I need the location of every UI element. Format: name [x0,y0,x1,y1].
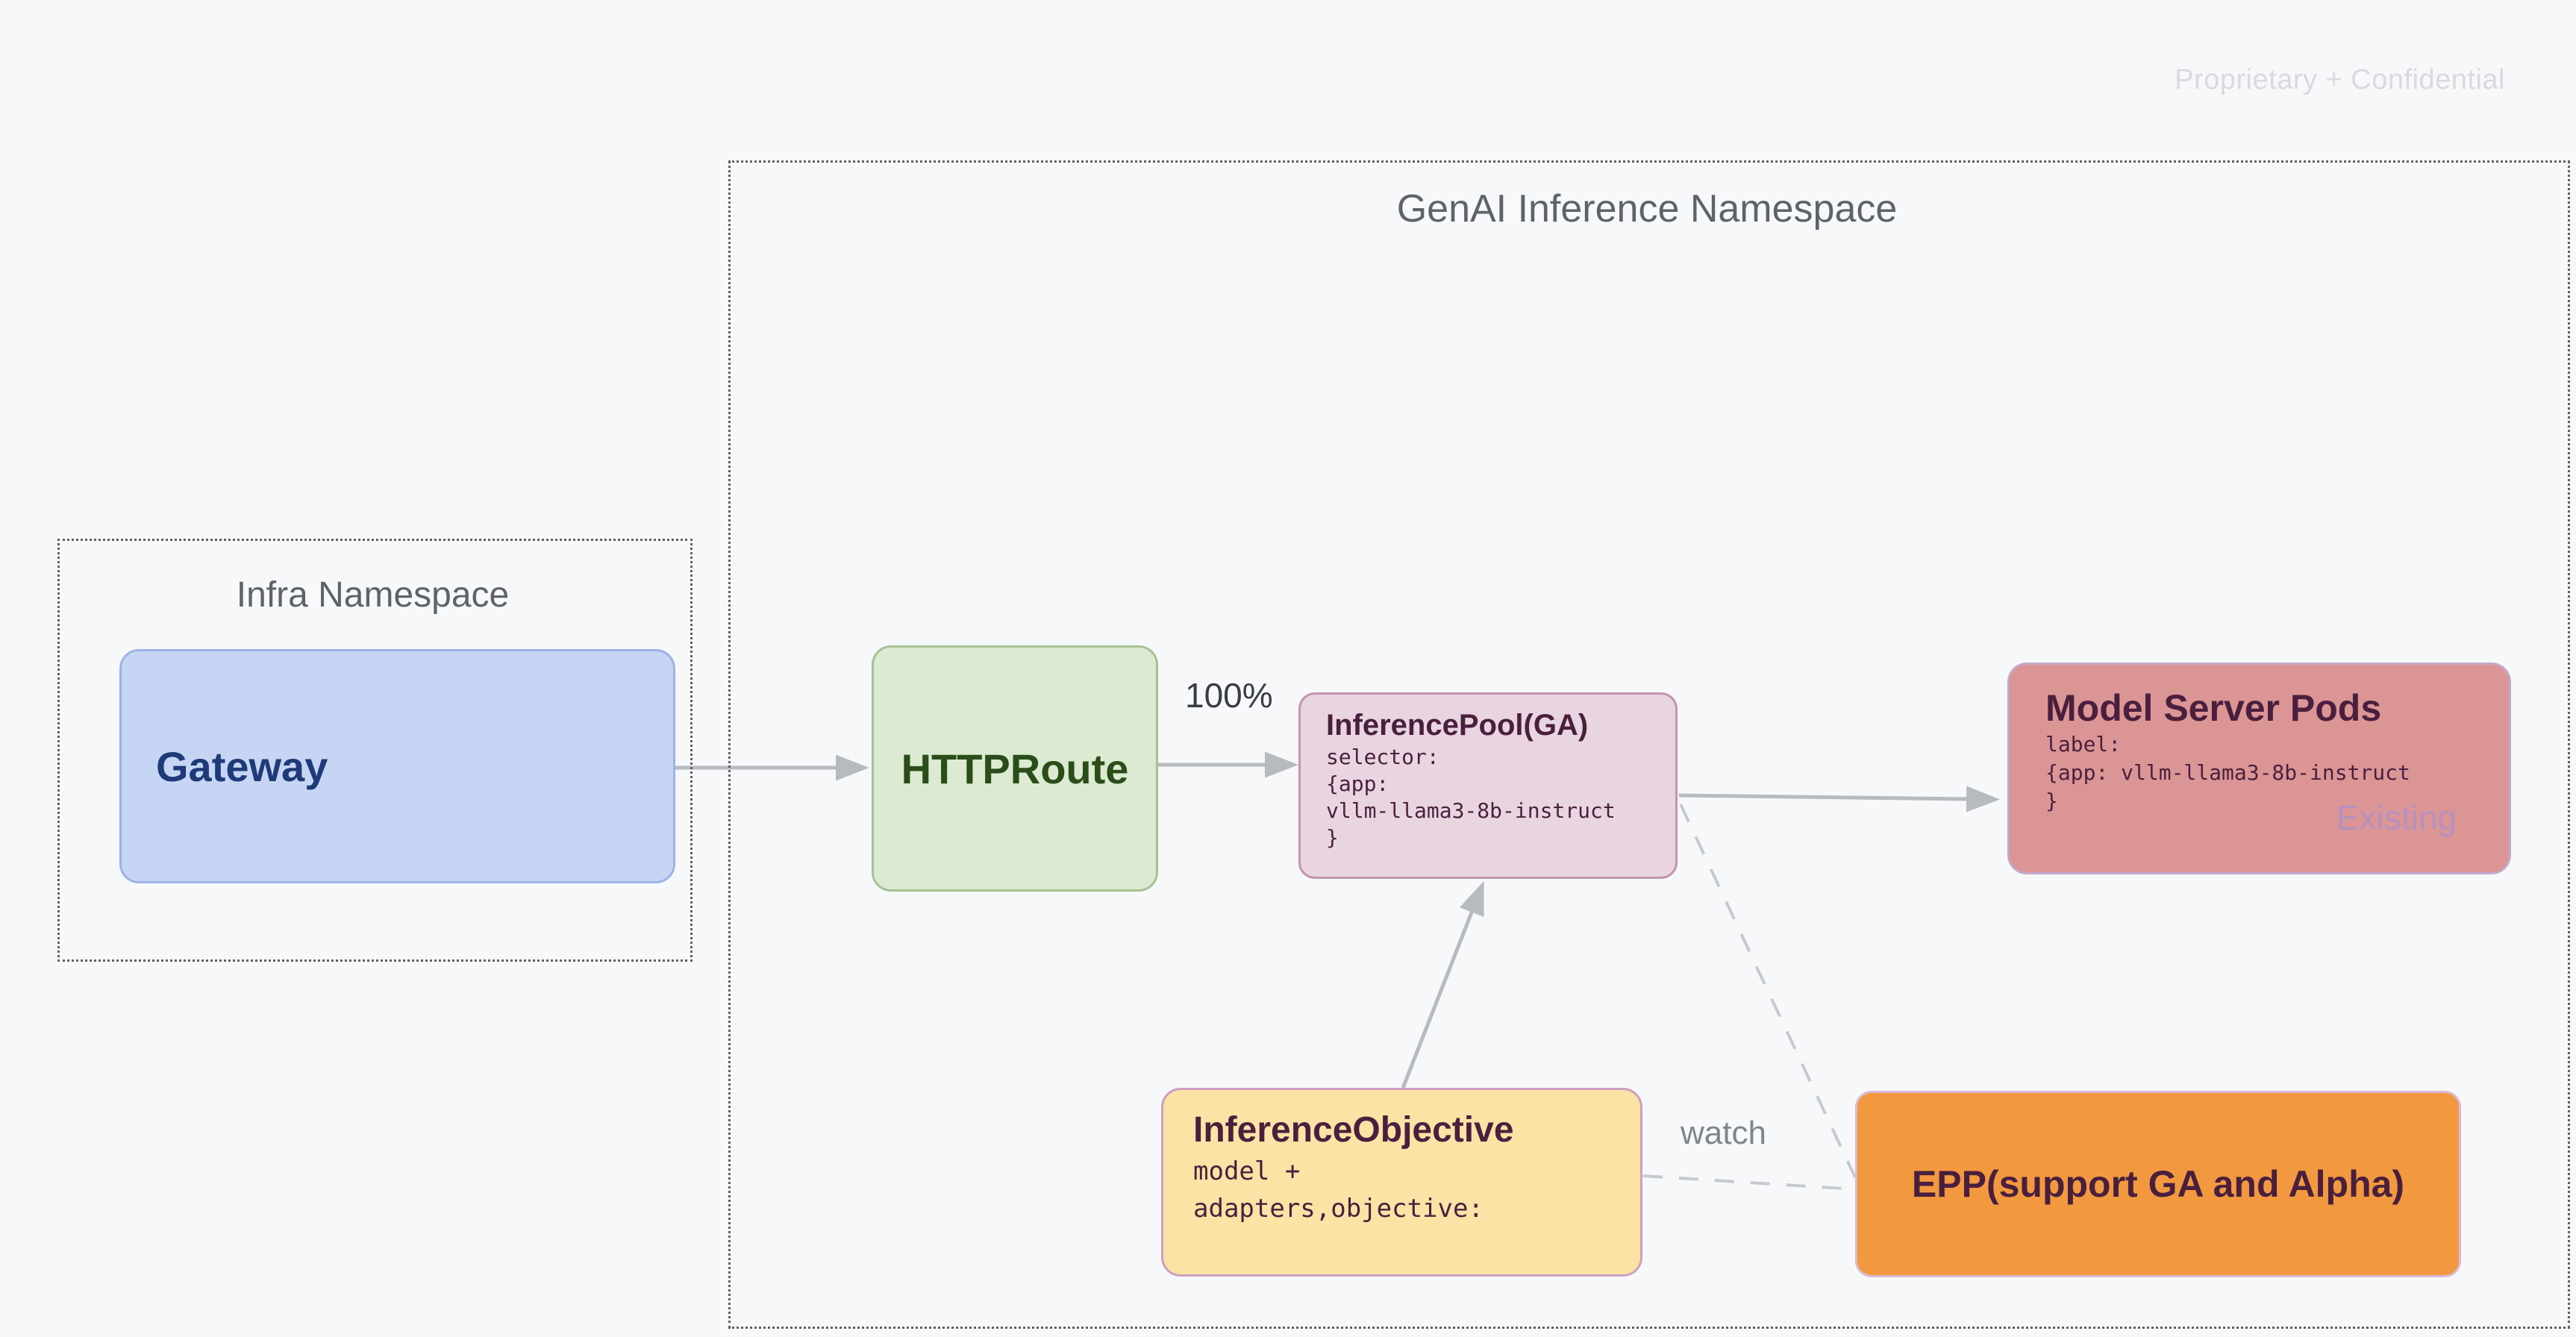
model-server-pods-title: Model Server Pods [2045,687,2382,729]
inference-objective-body-text: model + adapters,objective: [1193,1156,1484,1224]
infra-namespace-title: Infra Namespace [236,575,510,615]
genai-namespace-title: GenAI Inference Namespace [1396,187,1898,231]
existing-status-tag: Existing [2336,798,2457,837]
inferencepool-title: InferencePool(GA) [1326,709,1589,742]
traffic-weight-label: 100% [1185,676,1273,715]
httproute-node: HTTPRoute [872,645,1158,892]
gateway-label: Gateway [156,742,328,790]
inferencepool-node: InferencePool(GA) selector: {app: vllm-l… [1298,692,1678,879]
epp-node: EPP(support GA and Alpha) [1855,1091,2461,1277]
httproute-label: HTTPRoute [901,745,1129,792]
inferencepool-selector-text: selector: {app: vllm-llama3-8b-instruct … [1326,745,1616,850]
model-server-pods-label-text: label: {app: vllm-llama3-8b-instruct } [2045,732,2410,813]
inference-objective-title: InferenceObjective [1193,1110,1514,1150]
model-server-pods-node: Model Server Pods label: {app: vllm-llam… [2007,663,2511,874]
epp-label: EPP(support GA and Alpha) [1911,1163,2405,1205]
confidential-watermark: Proprietary + Confidential [2175,64,2505,96]
infra-namespace-box [57,539,693,962]
inference-objective-node: InferenceObjective model + adapters,obje… [1161,1088,1642,1277]
genai-namespace-box [728,160,2570,1329]
gateway-node: Gateway [119,649,675,883]
watch-label: watch [1681,1115,1766,1151]
